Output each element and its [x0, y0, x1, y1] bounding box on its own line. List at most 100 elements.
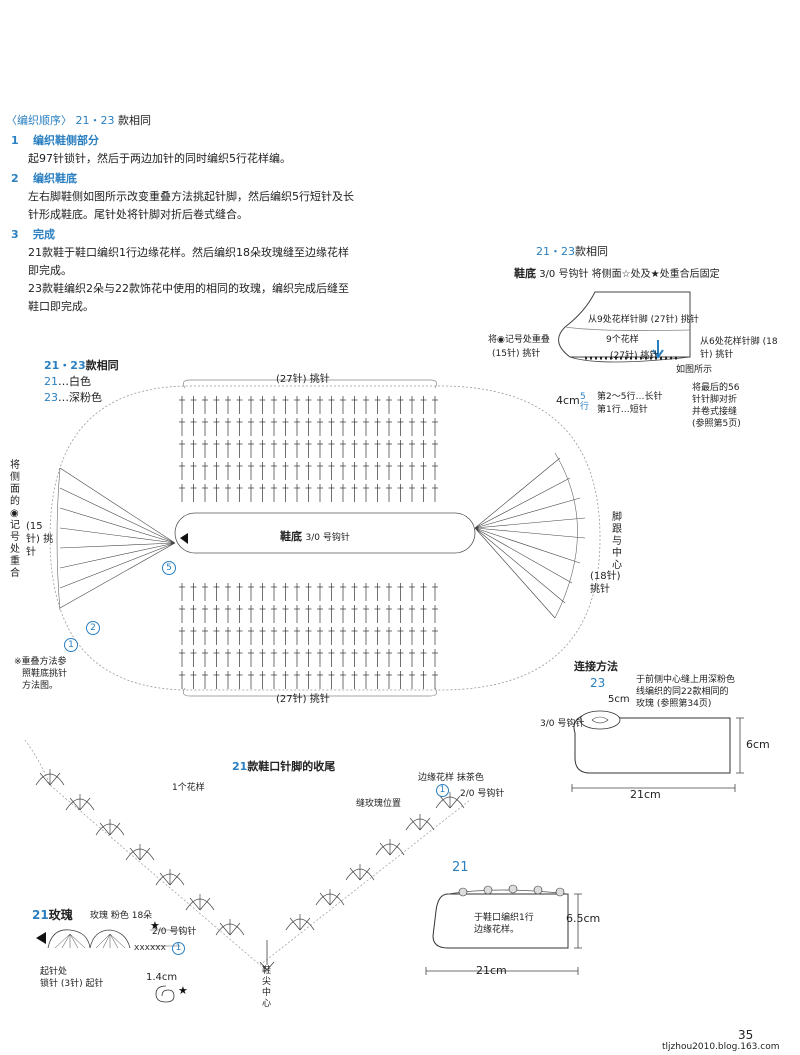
joining-size: 5cm: [608, 694, 630, 705]
note-line: 玫瑰 (参照第34页): [636, 699, 712, 709]
site-footer: tljzhou2010.blog.163.com: [662, 1042, 780, 1052]
step-line: 左右脚鞋侧如图所示改变重叠方法挑起针脚，然后编织5行短针及长: [28, 190, 354, 203]
step-line: 23款鞋编织2朵与22款饰花中使用的相同的玫瑰，编织完成后缝至: [28, 282, 349, 295]
step-title: 完成: [33, 228, 55, 241]
rose-start-line: 起针处: [40, 967, 68, 977]
sole-mini-height: 4cm: [556, 394, 580, 407]
sole-mini-heading: 21・23款相同: [536, 244, 608, 259]
rose-marker: 1: [172, 942, 185, 955]
step-line: 鞋口即完成。: [28, 300, 94, 313]
sole-mini-right-note: 从6处花样针脚 (18针) 挑针: [700, 337, 778, 360]
shoe21-drawing: [425, 884, 582, 975]
note-line: 方法图。: [22, 681, 59, 691]
sole-mini-row-a: 第2～5行…长针: [597, 392, 663, 402]
center-pill: [174, 512, 476, 554]
rose-start-line: 锁针 (3针) 起针: [40, 979, 104, 989]
svg-text:★: ★: [178, 984, 188, 997]
joining-shoe: [571, 710, 744, 792]
scallop-mark: [185, 894, 215, 911]
scallop-mark: [125, 844, 155, 861]
note-line: 照鞋底挑针: [22, 669, 68, 679]
rose-model: 21: [32, 908, 49, 922]
sole-diagram-models: 21・23: [44, 359, 86, 372]
note-line: 边缘花样。: [474, 925, 520, 935]
scallop-mark: [155, 869, 185, 886]
sole-mini-mid-count: (27针) 挑针: [610, 351, 659, 361]
page-number: 35: [738, 1028, 754, 1042]
scallop-mark: [215, 919, 245, 936]
sole-mini-left-count: (15针) 挑针: [492, 349, 541, 359]
svg-text:xxxxxx: xxxxxx: [134, 943, 167, 953]
color-23: …深粉色: [58, 391, 102, 404]
step-line: 起97针锁针，然后于两边加针的同时编织5行花样编。: [28, 152, 291, 165]
sole-center-label: 鞋底: [280, 530, 302, 543]
note-line: ※重叠方法参: [14, 657, 67, 667]
svg-text:★: ★: [150, 920, 160, 932]
joining-width: 21cm: [630, 788, 661, 801]
step-number: 3: [11, 228, 19, 241]
sole-right-count: (18针) 挑针: [590, 571, 621, 595]
tail-note-line: (参照第5页): [692, 419, 741, 429]
tail-note-line: 针针脚对折: [692, 395, 738, 405]
edging-edge-hook: 2/0 号钩针: [460, 789, 505, 799]
sole-mini-flower-count: 9个花样: [606, 335, 639, 345]
rose-hook: 2/0 号钩针: [152, 927, 197, 937]
scallop-mark: [35, 769, 65, 786]
edging-marker: 1: [436, 784, 449, 797]
rose-size: 1.4cm: [146, 972, 178, 983]
color-23-num: 23: [44, 391, 58, 404]
sole-mini-models: 21・23: [536, 245, 575, 258]
sole-diagram-title: 款相同: [85, 359, 119, 372]
sole-chart: [49, 379, 601, 697]
sole-mini-flower9: 从9处花样针脚 (27针) 挑针: [588, 315, 699, 325]
step-title: 编织鞋侧部分: [33, 134, 99, 147]
shoe21-height: 6.5cm: [566, 912, 601, 925]
step-line: 21款鞋于鞋口编织1行边缘花样。然后编织18朵玫瑰缝至边缘花样: [28, 246, 349, 259]
sole-left-note: 将侧面的◉记号处重合: [10, 460, 20, 579]
step-title: 编织鞋底: [33, 172, 77, 185]
rose-title: 玫瑰: [48, 908, 73, 922]
left-fan: [56, 467, 176, 611]
sole-center-label-row: 鞋底 3/0 号钩针: [280, 528, 350, 544]
edging-model: 21: [232, 760, 248, 773]
sole-mini-row-b: 第1行…短针: [597, 405, 648, 415]
sole-top-count: (27针) 挑针: [276, 374, 330, 385]
sole-mini-title-row: 鞋底 3/0 号钩针 将侧面☆处及★处重合后固定: [514, 266, 720, 282]
rose-chart: xxxxxx ★: [36, 920, 180, 953]
scallop-mark: [285, 914, 315, 931]
note-line: 于前侧中心缝上用深粉色: [636, 675, 736, 685]
sole-mini-hook: 3/0 号钩针: [539, 269, 589, 280]
sole-left-count: (15针) 挑针: [26, 521, 54, 558]
color-21-num: 21: [44, 375, 58, 388]
rose-spec: 玫瑰 粉色 18朵: [90, 911, 153, 921]
rose-start: 起针处 锁针 (3针) 起针: [40, 966, 103, 990]
edging-edge-label: 边缘花样 抹茶色: [418, 773, 484, 783]
sole-mini-tail-note: 将最后的56 针针脚对折 并卷式接缝 (参照第5页): [692, 382, 741, 430]
step-number: 1: [11, 134, 19, 147]
shoe21-model: 21: [452, 860, 469, 875]
sole-mini-top-note: 将侧面☆处及★处重合后固定: [591, 269, 720, 280]
step-line: 即完成。: [28, 264, 72, 277]
sole-mini-as-shown: 如图所示: [676, 365, 713, 375]
color-21: …白色: [58, 375, 91, 388]
shoe21-width: 21cm: [476, 964, 507, 977]
instructions-header-models: 21・23: [75, 114, 115, 127]
sole-center-hook: 3/0 号钩针: [305, 533, 350, 543]
step-number: 2: [11, 172, 19, 185]
scallop-mark: [95, 819, 125, 836]
sole-mini-diagram: [558, 291, 691, 363]
edging-rose-pos: 缝玫瑰位置: [356, 799, 402, 809]
sole-mini-models-suffix: 款相同: [575, 245, 608, 258]
sole-mini-title: 鞋底: [514, 267, 536, 280]
marker-circle-2: 2: [86, 621, 100, 635]
edging-toe: 鞋尖中心: [262, 966, 272, 1009]
sole-mini-left-note: 将◉记号处重叠: [488, 335, 550, 345]
joining-height: 6cm: [746, 738, 770, 751]
marker-circle-1: 1: [64, 638, 78, 652]
edging-heading: 21款鞋口针脚的收尾: [232, 758, 335, 774]
instructions-header-same: 款相同: [118, 114, 151, 127]
joining-title: 连接方法: [574, 660, 618, 673]
edging-chart: [24, 740, 471, 971]
tail-note-line: 并卷式接缝: [692, 407, 738, 417]
joining-model: 23: [590, 676, 606, 690]
